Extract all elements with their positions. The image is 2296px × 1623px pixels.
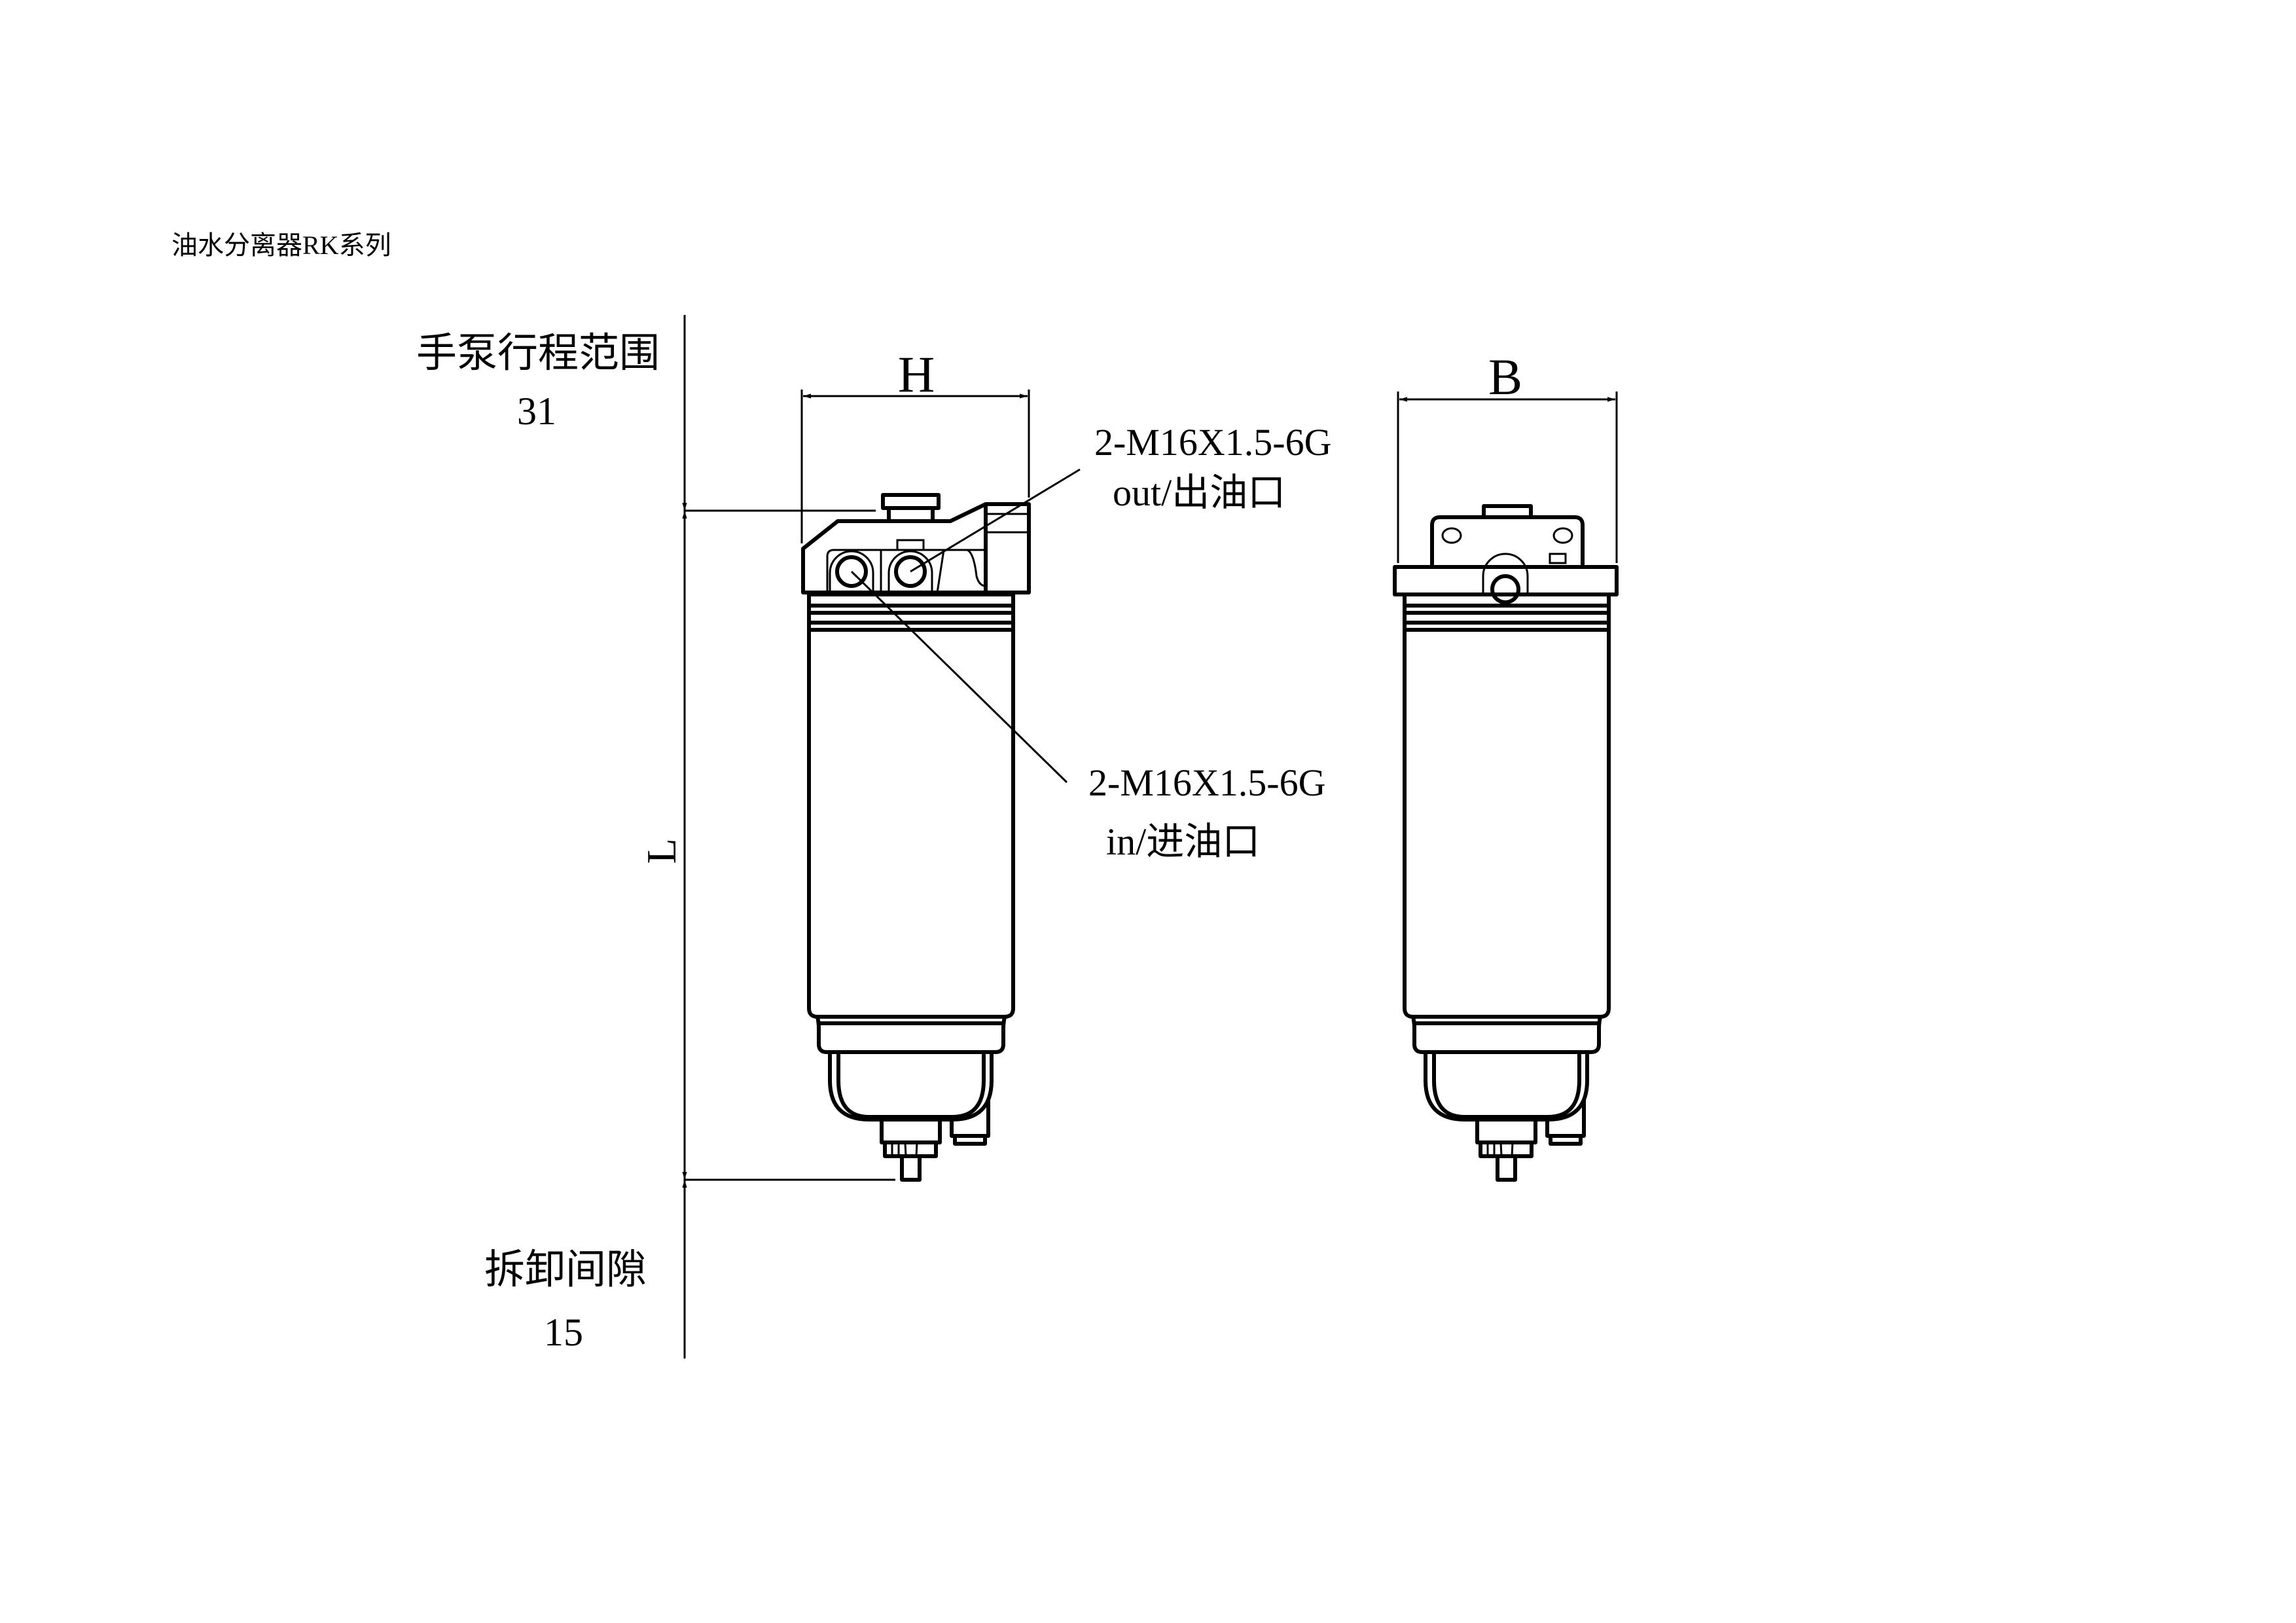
pump-stroke-value: 31 [517, 390, 556, 433]
outlet-thread-spec: 2-M16X1.5-6G [1094, 421, 1331, 464]
drawing-title: 油水分离器RK系列 [171, 230, 391, 260]
filter-front-view: H [800, 346, 1031, 1180]
removal-clearance-label: 拆卸间隙 [484, 1248, 647, 1292]
side-port [1490, 574, 1520, 604]
pump-stroke-label: 手泵行程范围 [416, 331, 660, 376]
outlet-port [894, 555, 927, 588]
inlet-port [835, 555, 868, 588]
length-dimension: L [638, 315, 895, 1359]
removal-clearance-value: 15 [544, 1311, 583, 1354]
length-label: L [638, 838, 685, 864]
filter-side-view: B [1393, 348, 1619, 1180]
inlet-thread-spec: 2-M16X1.5-6G [1088, 761, 1325, 804]
width-label-h: H [898, 346, 935, 403]
inlet-label: in/进油口 [1106, 820, 1260, 863]
outlet-label: out/出油口 [1113, 471, 1285, 514]
depth-label-b: B [1488, 348, 1522, 405]
